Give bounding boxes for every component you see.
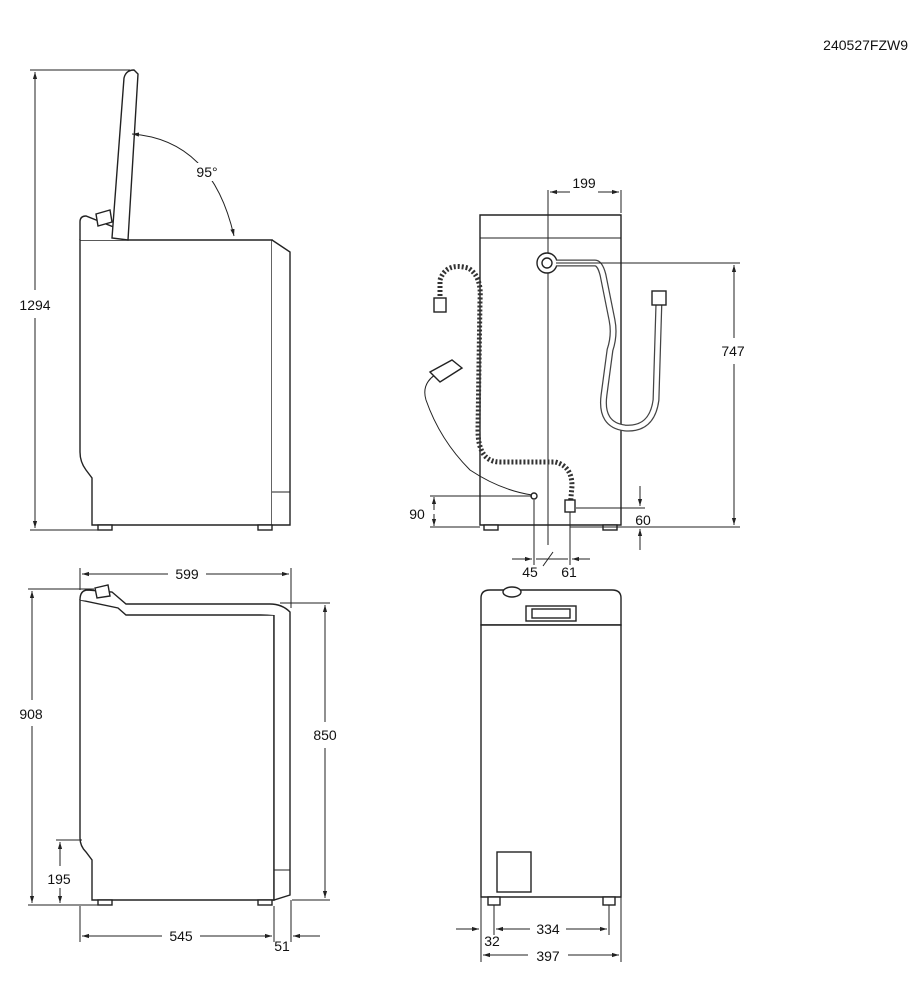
- dim-offset-right: 61: [561, 564, 577, 580]
- dim-feet-spacing: 334: [536, 921, 560, 937]
- lid-angle-arc: [131, 132, 235, 237]
- side-view-closed: 599 908 850 195 545 51: [19, 566, 337, 954]
- dim-offset-left: 45: [522, 564, 538, 580]
- drain-hose: [437, 264, 575, 509]
- dim-depth-base: 545: [169, 928, 193, 944]
- dim-lid-angle: 95°: [196, 164, 217, 180]
- open-lid: [111, 69, 139, 241]
- machine-body-rear: [479, 214, 622, 526]
- dim-top-width: 199: [572, 175, 596, 191]
- front-view: 334 32 397: [456, 586, 622, 964]
- dim-depth-top: 599: [175, 566, 199, 582]
- side-view-lid-open: 1294 95°: [19, 69, 291, 531]
- machine-body-side: [79, 239, 273, 526]
- dim-drain-height: 90: [409, 506, 425, 522]
- power-plug: [428, 359, 464, 383]
- dim-bottom-offset: 60: [635, 512, 651, 528]
- dim-foot-offset: 32: [484, 933, 500, 949]
- control-knob: [95, 209, 113, 227]
- service-flap: [496, 851, 532, 893]
- control-knob-closed: [94, 584, 111, 599]
- dim-height-total: 908: [19, 706, 43, 722]
- dim-width: 397: [536, 948, 560, 964]
- inlet-hose-end: [651, 290, 667, 306]
- lid-closed: [79, 589, 291, 901]
- machine-body-side-closed: [79, 599, 275, 901]
- machine-rear-panel: [271, 239, 291, 526]
- document-code: 240527FZW9: [823, 37, 908, 53]
- dim-total-height-open: 1294: [19, 297, 50, 313]
- dim-height-body: 850: [313, 727, 337, 743]
- dim-plinth-height: 195: [47, 871, 71, 887]
- dim-inlet-height: 747: [721, 343, 745, 359]
- power-cord: [424, 369, 533, 496]
- program-knob: [502, 586, 522, 598]
- dim-depth-rear: 51: [274, 938, 290, 954]
- rear-view-hoses: 199 747 90 60: [409, 175, 745, 580]
